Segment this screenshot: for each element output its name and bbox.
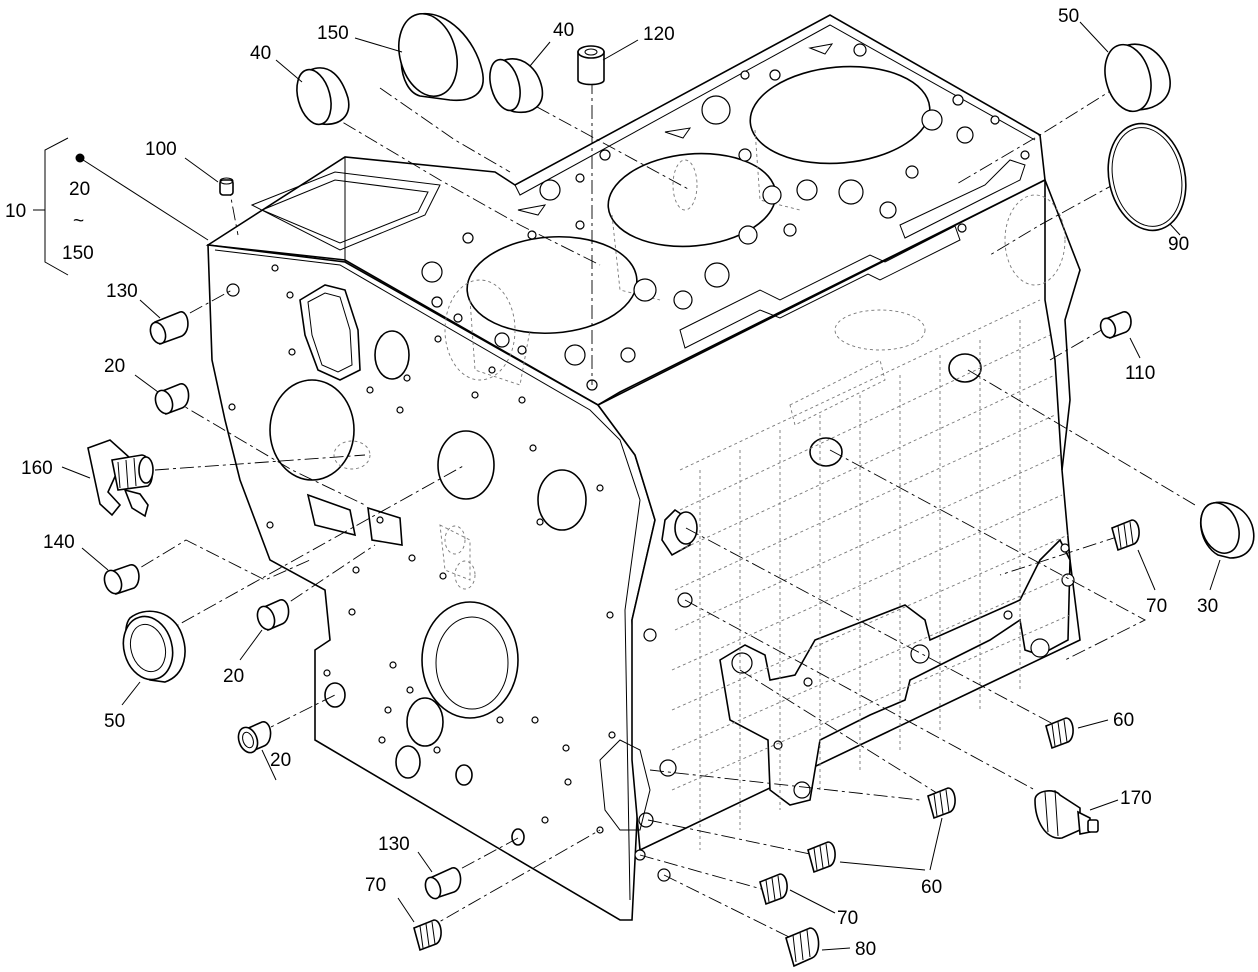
plug-60-bottom-a — [927, 787, 956, 820]
plug-50-top — [1104, 43, 1171, 113]
bushing-20-c — [237, 721, 272, 754]
callout-130-bottom: 130 — [378, 834, 410, 855]
callout-50-bottom: 50 — [104, 711, 125, 732]
plug-60-bottom-b — [807, 841, 836, 874]
front-face-holes — [226, 264, 616, 834]
callout-170: 170 — [1120, 788, 1152, 809]
callout-130-top: 130 — [106, 281, 138, 302]
callout-20-a: 20 — [104, 356, 125, 377]
plug-60-right — [1045, 717, 1074, 750]
seal-50-bottom — [122, 610, 186, 683]
callout-50-top: 50 — [1058, 6, 1079, 27]
bushing-20-b — [256, 599, 290, 632]
center-lines — [119, 80, 1196, 941]
group-range-from: 20 — [69, 179, 90, 200]
callout-70-bottom: 70 — [837, 908, 858, 929]
callout-160: 160 — [21, 458, 53, 479]
hidden-crank-pattern — [333, 159, 1071, 850]
bushing-130-bottom — [424, 867, 462, 900]
plug-70-right — [1111, 519, 1140, 552]
plug-70-left — [413, 919, 442, 952]
callout-leaders — [33, 21, 1221, 951]
callout-90: 90 — [1168, 234, 1189, 255]
plug-80 — [785, 927, 820, 968]
drain-cock-160 — [87, 439, 154, 518]
callout-40-left: 40 — [250, 43, 271, 64]
sensor-170 — [1034, 789, 1099, 839]
plug-70-bottom — [759, 873, 788, 906]
plug-40-mid — [489, 58, 544, 114]
callout-30: 30 — [1197, 596, 1218, 617]
sleeve-30 — [1200, 501, 1255, 559]
group-range-sep: ~ — [73, 211, 84, 232]
callout-60-right: 60 — [1113, 710, 1134, 731]
plug-150-top — [398, 12, 484, 102]
plug-40-left — [296, 67, 350, 126]
bushing-110 — [1099, 311, 1132, 340]
callout-40-mid: 40 — [553, 20, 574, 41]
callout-110: 110 — [1125, 363, 1155, 384]
bushing-20-a — [154, 383, 190, 416]
oring-90 — [1107, 122, 1187, 232]
callout-60-bottom: 60 — [921, 877, 942, 898]
sleeve-120 — [577, 45, 605, 86]
callout-120: 120 — [643, 24, 675, 45]
bushing-140 — [103, 564, 140, 596]
group-range-to: 150 — [62, 243, 94, 264]
callout-140: 140 — [43, 532, 75, 553]
callout-80: 80 — [855, 939, 876, 960]
bushing-130-top — [149, 311, 189, 346]
pin-100 — [219, 177, 234, 196]
callout-labels: 10 20 ~ 150 150 40 40 120 50 100 90 130 … — [5, 6, 1218, 960]
callout-70-left: 70 — [365, 875, 386, 896]
callout-100: 100 — [145, 139, 177, 160]
callout-150-top: 150 — [317, 23, 349, 44]
callout-20-c: 20 — [270, 750, 291, 771]
callout-70-right: 70 — [1146, 596, 1167, 617]
deck-holes — [421, 43, 1030, 391]
group-ref-10: 10 — [5, 201, 26, 222]
callout-20-b: 20 — [223, 666, 244, 687]
cylinder-block — [205, 14, 1081, 921]
